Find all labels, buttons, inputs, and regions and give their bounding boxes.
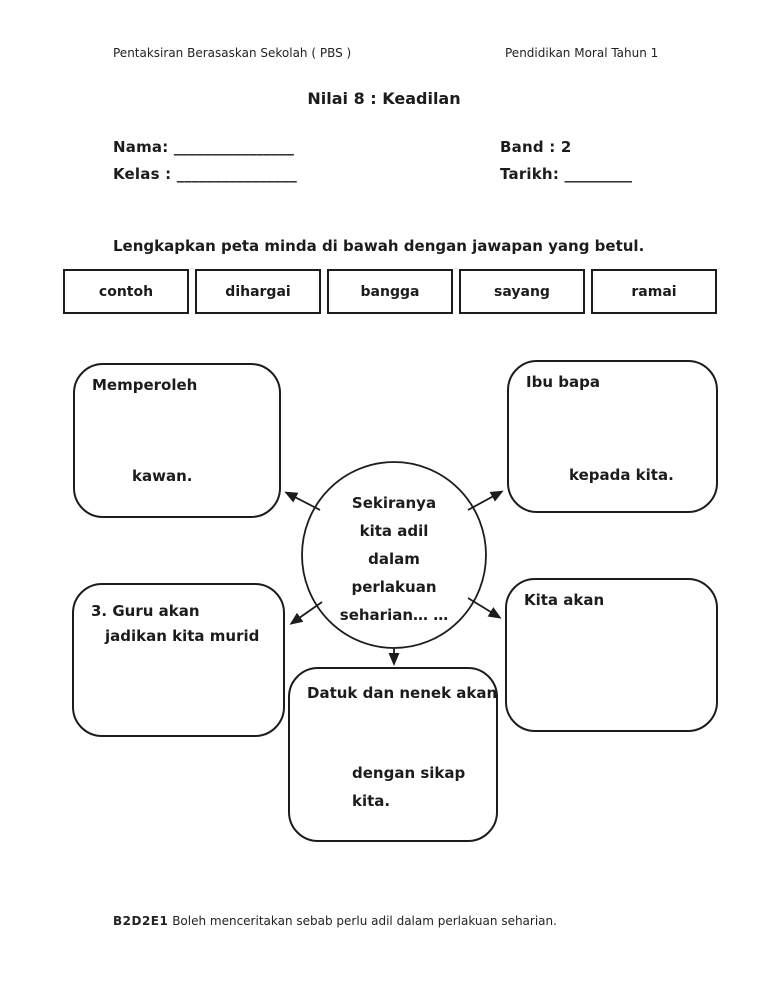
datuk-answer-line-2: kita.	[352, 792, 391, 810]
center-circle-text: Sekiranya kita adil dalam perlakuan seha…	[302, 489, 486, 629]
center-line-1: Sekiranya	[351, 494, 437, 512]
nama-field: Nama: ________________	[113, 138, 294, 156]
mind-map-box-guru: 3. Guru akan jadikan kita murid	[72, 583, 285, 737]
word-bank-item-bangga: bangga	[327, 269, 453, 314]
word-bank-item-contoh: contoh	[63, 269, 189, 314]
word-bank-item-sayang: sayang	[459, 269, 585, 314]
arrow-to-memperoleh	[284, 491, 321, 511]
center-line-4: perlakuan	[351, 578, 437, 596]
mind-map-arrows-and-circle	[284, 461, 504, 666]
datuk-label: Datuk dan nenek akan	[307, 684, 498, 702]
footer-evidence-statement: B2D2E1 Boleh menceritakan sebab perlu ad…	[113, 914, 557, 928]
instruction-text: Lengkapkan peta minda di bawah dengan ja…	[113, 237, 645, 255]
band-field: Band : 2	[500, 138, 571, 156]
center-line-3: dalam	[368, 550, 420, 568]
datuk-answer-line-1: dengan sikap	[352, 764, 466, 782]
arrow-to-ibu-bapa	[467, 490, 504, 511]
memperoleh-label: Memperoleh	[92, 376, 198, 394]
guru-line-2: jadikan kita murid	[105, 627, 260, 645]
guru-line-1: 3. Guru akan	[91, 602, 200, 620]
ibu-bapa-label: Ibu bapa	[526, 373, 600, 391]
tarikh-field: Tarikh: _________	[500, 165, 632, 183]
memperoleh-answer-suffix: kawan.	[132, 467, 193, 485]
nama-blank-line: ________________	[173, 138, 294, 156]
band-label: Band : 2	[500, 138, 572, 156]
kelas-blank-line: ________________	[176, 165, 297, 183]
center-line-5: seharian… …	[339, 606, 449, 624]
header-left-text: Pentaksiran Berasaskan Sekolah ( PBS )	[113, 46, 352, 60]
center-line-2: kita adil	[359, 522, 429, 540]
word-bank-item-dihargai: dihargai	[195, 269, 321, 314]
header-right-text: Pendidikan Moral Tahun 1	[505, 46, 659, 60]
kelas-field: Kelas : ________________	[113, 165, 297, 183]
mind-map-box-kita-akan: Kita akan	[505, 578, 718, 732]
page-title: Nilai 8 : Keadilan	[307, 89, 461, 108]
datuk-answer: dengan sikap kita.	[352, 759, 465, 815]
mind-map-box-datuk: Datuk dan nenek akan dengan sikap kita.	[288, 667, 498, 842]
tarikh-label: Tarikh:	[500, 165, 560, 183]
ibu-bapa-answer-suffix: kepada kita.	[569, 466, 674, 484]
kelas-label: Kelas :	[113, 165, 172, 183]
kita-akan-label: Kita akan	[524, 591, 605, 609]
nama-label: Nama:	[113, 138, 169, 156]
word-bank: contoh dihargai bangga sayang ramai	[63, 269, 717, 314]
mind-map: Sekiranya kita adil dalam perlakuan seha…	[0, 340, 768, 860]
footer-evidence-text: Boleh menceritakan sebab perlu adil dala…	[172, 914, 557, 928]
footer-evidence-code: B2D2E1	[113, 914, 169, 928]
tarikh-blank-line: _________	[564, 165, 632, 183]
arrow-to-guru	[289, 601, 323, 625]
mind-map-box-memperoleh: Memperoleh kawan.	[73, 363, 281, 518]
mind-map-box-ibu-bapa: Ibu bapa kepada kita.	[507, 360, 718, 513]
arrow-to-kita-akan	[467, 597, 502, 619]
word-bank-item-ramai: ramai	[591, 269, 717, 314]
